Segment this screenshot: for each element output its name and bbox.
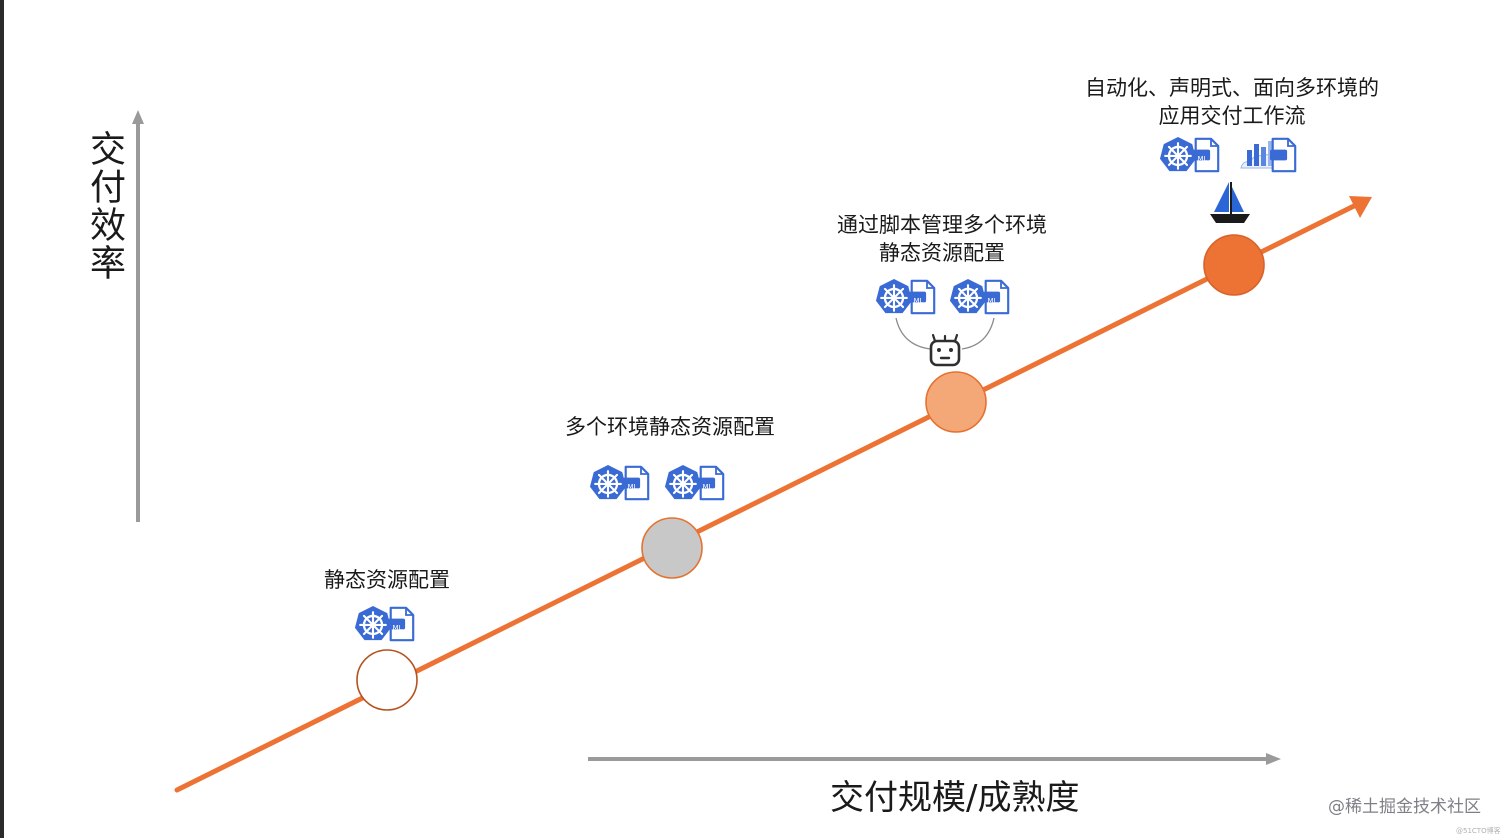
- file-badge-text: ML: [988, 297, 998, 305]
- stage-3-label: 通过脚本管理多个环境 静态资源配置: [837, 211, 1047, 267]
- stage-4-icons: ML: [1159, 136, 1297, 223]
- stage-1-label-line-1: 静态资源配置: [324, 568, 450, 592]
- file-badge-text: ML: [914, 297, 924, 305]
- kubernetes-icon: [589, 464, 627, 501]
- yaml-file-icon: [1270, 137, 1297, 173]
- robot-icon: [929, 333, 961, 367]
- stage-4-label-line-1: 自动化、声明式、面向多环境的: [1085, 76, 1379, 100]
- kubernetes-icon: [354, 605, 392, 642]
- y-axis: [132, 110, 144, 522]
- file-badge-text: ML: [703, 483, 713, 491]
- y-axis-label: 交付效率: [84, 130, 125, 282]
- stage-3-label-line-1: 通过脚本管理多个环境: [837, 213, 1047, 237]
- watermark: @稀土掘金技术社区: [1328, 797, 1481, 817]
- sailboat-icon: [1210, 182, 1250, 223]
- stage-1-icons: ML: [354, 605, 415, 642]
- watermark-small: @51CTO博客: [1456, 827, 1501, 835]
- stage-4-label-line-2: 应用交付工作流: [1158, 104, 1306, 128]
- stage-2-node: [641, 517, 703, 579]
- stage-3-label-line-2: 静态资源配置: [879, 241, 1005, 265]
- stage-4-label: 自动化、声明式、面向多环境的 应用交付工作流: [1085, 74, 1379, 130]
- stage-2-label: 多个环境静态资源配置: [565, 413, 775, 441]
- x-axis-label: 交付规模/成熟度: [830, 778, 1080, 818]
- stage-4-node: [1203, 234, 1265, 296]
- kubernetes-icon: [1159, 136, 1197, 173]
- stage-3-node: [925, 371, 987, 433]
- stage-1-label: 静态资源配置: [324, 566, 450, 594]
- x-axis: [588, 753, 1281, 765]
- file-badge-text: ML: [393, 624, 403, 632]
- kubernetes-icon: [664, 464, 702, 501]
- stage-2-icons: ML ML: [589, 464, 725, 501]
- file-badge-text: ML: [628, 483, 638, 491]
- window-left-edge: [0, 0, 4, 838]
- kubernetes-icon: [875, 278, 913, 315]
- kubernetes-icon: [949, 278, 987, 315]
- stage-3-icons: ML ML: [875, 278, 1010, 367]
- file-badge-text: ML: [1198, 155, 1208, 163]
- trend-arrow: [174, 196, 1372, 793]
- script-bracket: [895, 317, 995, 350]
- stage-1-node: [356, 649, 418, 711]
- stage-2-label-line-1: 多个环境静态资源配置: [565, 415, 775, 439]
